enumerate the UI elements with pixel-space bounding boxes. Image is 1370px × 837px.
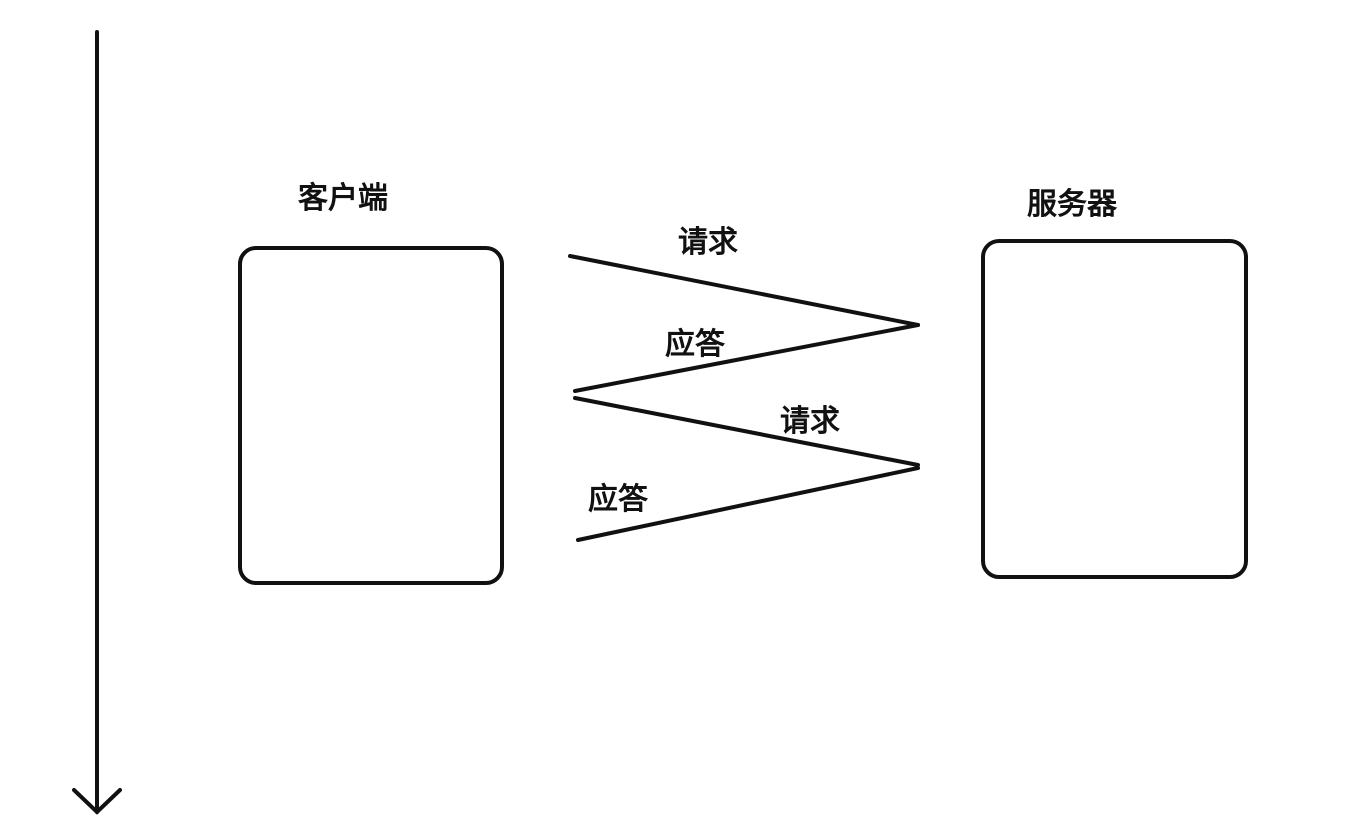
response-label-2: 应答	[588, 482, 649, 517]
request-line-1	[568, 254, 920, 327]
response-line-2	[576, 466, 920, 542]
request-label-1: 请求	[678, 225, 738, 260]
client-box	[238, 246, 504, 585]
server-box	[981, 239, 1248, 579]
server-label: 服务器	[1027, 187, 1118, 222]
response-label-1: 应答	[665, 327, 726, 362]
response-line-1	[573, 323, 920, 393]
time-axis-arrowhead	[72, 788, 122, 815]
request-line-2	[573, 396, 920, 467]
request-label-2: 请求	[780, 404, 840, 439]
client-label: 客户端	[298, 181, 388, 216]
